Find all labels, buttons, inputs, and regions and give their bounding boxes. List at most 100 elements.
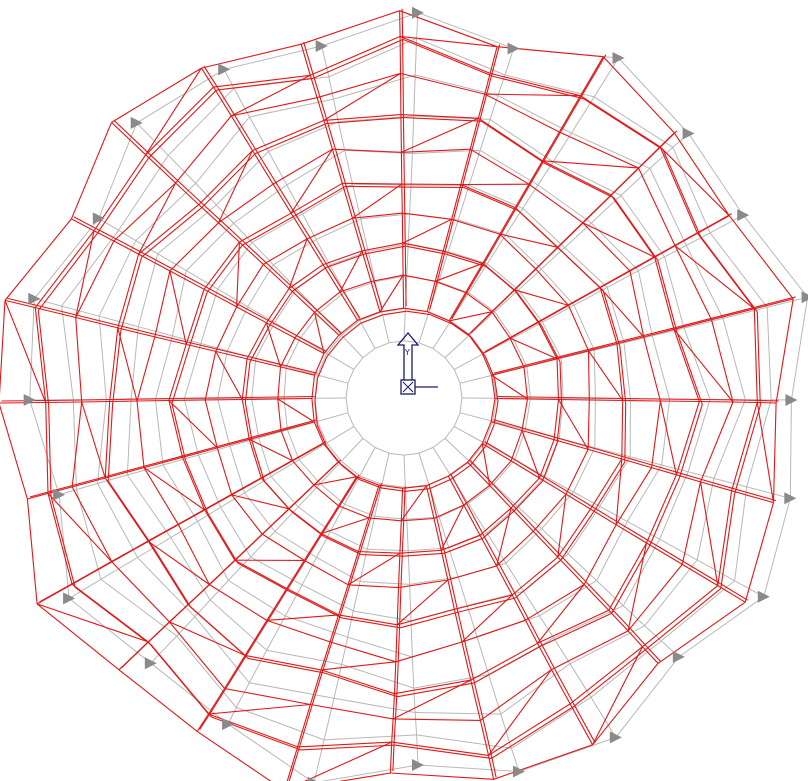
deformed-brace-member (169, 621, 246, 656)
deformed-rib-member (498, 563, 516, 594)
deformed-ring-member (560, 249, 604, 292)
undeformed-ring-member (479, 149, 539, 186)
undeformed-rib-member (323, 698, 335, 741)
deformed-brace-member (313, 312, 325, 354)
deformed-rib-member (618, 522, 650, 542)
deformed-rib-member (702, 479, 735, 490)
deformed-rib-member (403, 182, 406, 212)
deformed-ring-member (145, 86, 214, 156)
undeformed-rib-member (467, 503, 488, 534)
deformed-brace-member (542, 160, 639, 169)
undeformed-ring-member (734, 486, 748, 581)
undeformed-rib-member (599, 505, 628, 522)
deformed-ring-member (403, 117, 482, 122)
deformed-rib-member (116, 238, 142, 253)
deformed-ring-member (294, 311, 315, 339)
undeformed-ring-member (415, 74, 499, 97)
deformed-ring-member (356, 476, 380, 486)
deformed-brace-member (400, 35, 498, 48)
deformed-ring-member (491, 311, 511, 339)
deformed-ring-member (402, 212, 452, 220)
deformed-rib-member (451, 290, 469, 320)
undeformed-rib-member (414, 38, 418, 76)
undeformed-ring-member (347, 412, 355, 427)
deformed-rib-member (246, 358, 281, 368)
deformed-rib-member (7, 297, 38, 307)
deformed-brace-member (138, 182, 177, 255)
deformed-rib-member (340, 474, 360, 505)
deformed-rib-member (27, 492, 49, 500)
deformed-rib-member (230, 115, 253, 151)
deformed-ring-member (215, 306, 238, 352)
deformed-rib-member (329, 614, 340, 643)
deformed-rib-member (401, 518, 405, 552)
deformed-rib-member (175, 182, 200, 206)
deformed-rib-member (494, 397, 528, 400)
undeformed-ring-member (333, 74, 416, 100)
undeformed-rib-member (249, 116, 269, 152)
deformed-rib-member (619, 334, 647, 343)
undeformed-ring-member (255, 322, 276, 359)
deformed-ring-member (241, 399, 250, 440)
deformed-ring-member (565, 449, 589, 495)
deformed-rib-member (233, 475, 265, 494)
deformed-ring-member (70, 122, 113, 220)
undeformed-ring-member (345, 383, 349, 399)
deformed-rib-member (198, 204, 219, 224)
deformed-rib-member (72, 477, 106, 488)
undeformed-rib-member (432, 320, 452, 349)
support-icon (222, 718, 235, 731)
deformed-rib-member (513, 505, 537, 530)
deformed-ring-member (246, 322, 267, 360)
deformed-rib-member (350, 549, 362, 583)
undeformed-ring-member (469, 442, 485, 462)
deformed-brace-member (659, 146, 730, 216)
deformed-rib-member (323, 639, 334, 669)
deformed-ring-member (47, 493, 73, 585)
undeformed-rib-member (344, 150, 354, 185)
deformed-rib-member (559, 554, 587, 583)
deformed-ring-member (348, 584, 399, 589)
deformed-rib-member (756, 296, 796, 308)
deformed-rib-member (463, 639, 474, 679)
deformed-brace-member (592, 646, 643, 746)
deformed-ring-member (314, 378, 319, 402)
deformed-rib-member (467, 461, 490, 486)
undeformed-ring-member (567, 506, 601, 555)
undeformed-rib-member (453, 426, 485, 444)
deformed-ring-member (277, 366, 282, 400)
undeformed-rib-member (457, 185, 470, 221)
undeformed-ring-member (345, 397, 349, 413)
deformed-rib-member (147, 152, 179, 182)
deformed-ring-member (75, 240, 115, 318)
deformed-brace-member (75, 230, 95, 318)
deformed-brace-member (266, 614, 339, 621)
deformed-ring-member (443, 250, 483, 264)
undeformed-ring-member (324, 734, 417, 741)
undeformed-rib-member (267, 151, 288, 186)
deformed-ring-member (402, 274, 436, 282)
undeformed-rib-member (407, 550, 411, 585)
undeformed-rib-member (337, 121, 346, 151)
undeformed-ring-member (573, 304, 595, 351)
deformed-ring-member (489, 460, 512, 486)
undeformed-rib-member (316, 531, 331, 558)
deformed-rib-member (224, 655, 246, 689)
deformed-ring-member (304, 559, 349, 586)
deformed-ring-member (525, 584, 585, 621)
deformed-ring-member (401, 517, 435, 522)
deformed-rib-member (400, 114, 402, 153)
deformed-rib-member (109, 400, 138, 403)
deformed-ring-member (488, 703, 571, 756)
deformed-ring-member (109, 327, 119, 402)
deformed-ring-member (471, 337, 486, 358)
deformed-rib-member (486, 71, 494, 93)
undeformed-ring-member (453, 412, 461, 427)
deformed-ring-member (370, 274, 404, 283)
deformed-rib-member (4, 299, 36, 309)
undeformed-ring-member (29, 298, 35, 401)
undeformed-rib-member (486, 234, 507, 264)
deformed-ring-member (289, 591, 342, 619)
deformed-rib-member (479, 534, 498, 567)
